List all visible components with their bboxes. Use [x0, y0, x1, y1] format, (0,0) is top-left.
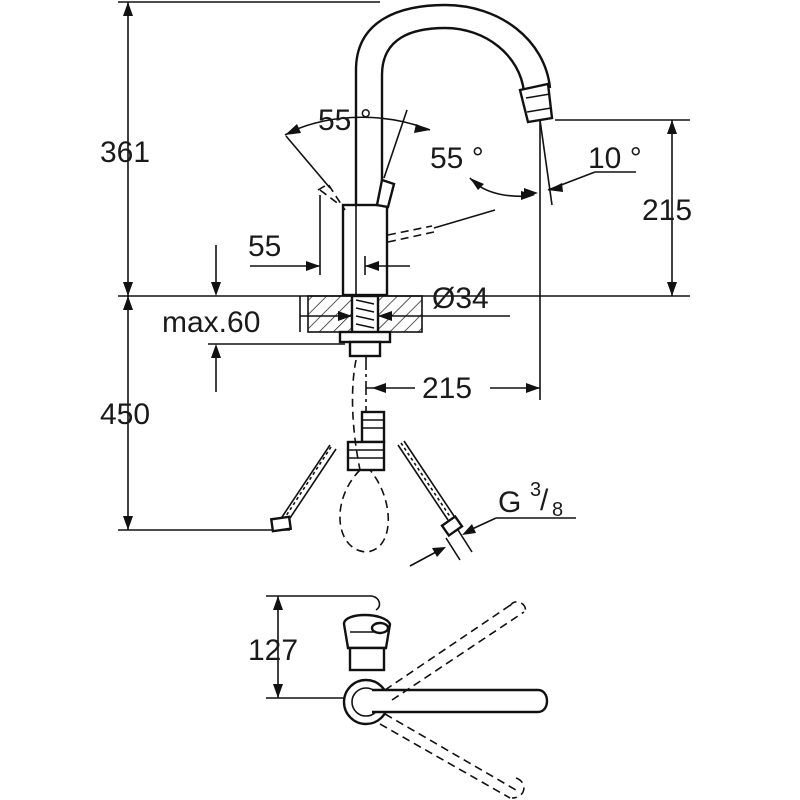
hole-diameter-label: Ø34 — [432, 282, 489, 315]
hose-connector — [339, 359, 390, 553]
plan-view: 127 — [248, 595, 549, 799]
angle-arc-top — [284, 116, 431, 136]
supply-hose-right — [397, 440, 473, 561]
lever-offset-dimension — [250, 195, 410, 275]
spout-height-label: 215 — [642, 194, 692, 227]
faucet-body — [341, 203, 389, 297]
thread-slash: / — [540, 484, 549, 517]
thread-label: G — [498, 486, 521, 519]
deck-thickness-label: max.60 — [162, 306, 260, 339]
angle-right-label: 55 ° — [430, 142, 484, 175]
lever — [375, 109, 408, 209]
plan-lever — [342, 595, 392, 672]
spout-reach-label: 215 — [422, 372, 472, 405]
lever-left-position — [285, 135, 346, 211]
lever-offset-label: 55 — [248, 230, 281, 263]
lever-front-position — [387, 209, 496, 243]
thread-dimension — [409, 517, 576, 567]
plan-depth-dimension — [266, 595, 372, 699]
deck-thickness-dimension — [208, 245, 345, 392]
thread-denominator: 8 — [552, 499, 563, 521]
spout — [354, 3, 554, 205]
spout-tilt-label: 10 ° — [588, 142, 642, 175]
side-view: 361 450 — [100, 1, 692, 567]
spout-tilt-indicator — [524, 119, 636, 400]
angle-left-label: 55 ° — [318, 104, 372, 137]
thread-numerator: 3 — [530, 479, 541, 501]
hole-diameter-dimension — [338, 311, 392, 321]
hose-length-label: 450 — [100, 398, 150, 431]
supply-hose-left — [269, 444, 337, 533]
plan-spout-swing — [379, 601, 527, 799]
spout-reach-dimension — [366, 383, 540, 393]
height-top-label: 361 — [100, 136, 150, 169]
spout-height-dimension — [555, 119, 690, 296]
plan-spout — [372, 688, 549, 714]
plan-depth-label: 127 — [248, 634, 298, 667]
